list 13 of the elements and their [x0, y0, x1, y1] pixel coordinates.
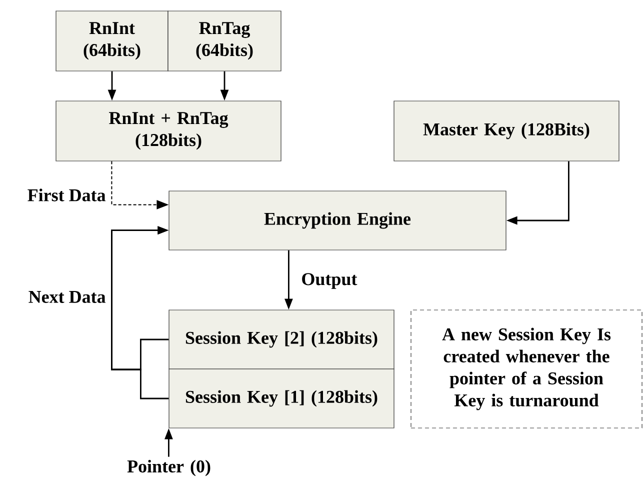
- edge-label: Next Data: [28, 291, 106, 303]
- process-box: Session Key [2] (128bits): [168, 310, 394, 370]
- note-box: A new Session Key Is created whenever the pointer of a Session Key is turnaround: [410, 310, 642, 428]
- process-box: Session Key [1] (128bits): [168, 368, 394, 428]
- pointer-label: Pointer (0): [127, 460, 210, 476]
- process-box: RnInt + RnTag (128bits): [56, 100, 282, 162]
- process-box: Encryption Engine: [168, 190, 506, 250]
- edge-label: First Data: [28, 188, 106, 202]
- process-box: RnTag (64bits): [168, 10, 282, 72]
- process-box: Master Key (128Bits): [394, 100, 620, 162]
- edge-label: Output: [302, 273, 358, 289]
- arrow: [111, 226, 169, 400]
- process-box: RnInt (64bits): [56, 10, 168, 72]
